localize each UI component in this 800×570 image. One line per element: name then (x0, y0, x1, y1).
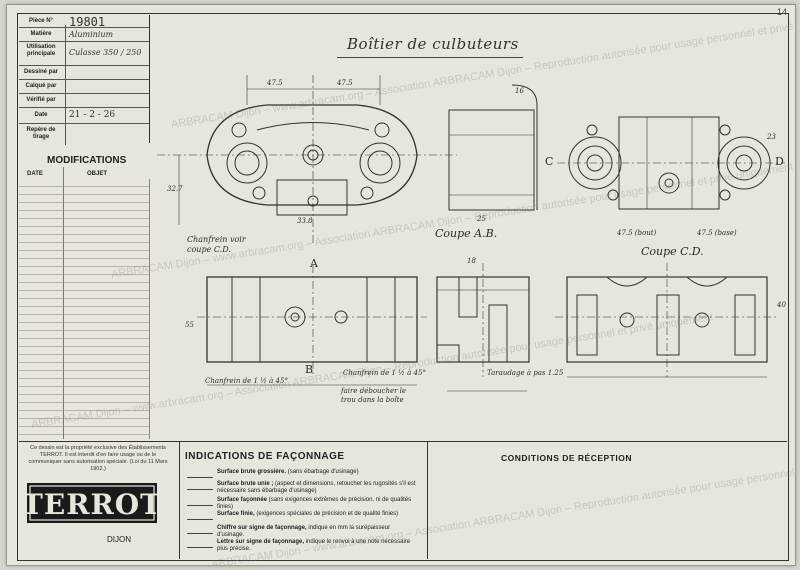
date-label: Date (34, 112, 48, 118)
finish-symbol-icon (187, 541, 213, 548)
indication-desc: (sans exigences extrêmes de précision, n… (217, 497, 412, 510)
drawing-title-underline (337, 57, 523, 58)
finish-symbol-icon (187, 513, 213, 520)
technical-drawing (157, 75, 785, 392)
terrot-logo: TERROT (27, 483, 157, 523)
repere-label: Repère de tirage (26, 127, 56, 140)
conditions-title: CONDITIONS DE RÉCEPTION (501, 453, 632, 463)
conditions-divider (427, 441, 428, 559)
dimension-label: 47.5 (bout) (617, 229, 657, 237)
verifie-label: Vérifié par (26, 97, 56, 103)
indication-name: Surface finie, (217, 511, 255, 517)
dimension-label: 47.5 (337, 79, 353, 87)
label-chanfrein-bottom-left: Chanfrein de 1 ½ à 45° (205, 377, 288, 385)
row-calque: Calqué par (19, 79, 149, 94)
indication-desc: (exigences spéciales de précision et de … (256, 511, 399, 517)
label-letter-a: A (310, 257, 318, 270)
title-block: Pièce N° 19801 Matière Aluminium Utilisa… (19, 15, 150, 145)
indication-desc: indique en mm la surépaisseur d'usinage. (217, 525, 391, 538)
modifications-ruled-lines (19, 179, 150, 439)
label-chanfrein-bottom-mid: Chanfrein de 1 ½ à 45° (343, 369, 426, 377)
finish-symbol-icon (187, 527, 213, 534)
matiere-value: Aluminium (69, 30, 114, 39)
label-taraudage: Taraudage à pas 1.25 (487, 369, 564, 377)
piece-value: 19801 (69, 15, 106, 29)
finish-symbol-icon (187, 471, 213, 478)
plan-view (157, 75, 457, 245)
dimension-label: 18 (467, 257, 476, 265)
indication-desc: (aspect et dimensions, retoucher les rug… (217, 481, 416, 494)
dessine-label: Dessiné par (23, 69, 59, 75)
dimension-label: 32.7 (167, 185, 183, 193)
matiere-label: Matière (30, 31, 52, 37)
label-coupe-ab: Coupe A.B. (435, 227, 498, 240)
indication-item: Surface brute unie ; (aspect et dimensio… (217, 481, 417, 494)
utilisation-label: Utilisation principale (26, 44, 56, 57)
dimension-label: 23 (767, 133, 776, 141)
piece-label: Pièce N° (28, 18, 54, 24)
dimension-label: 16 (515, 87, 524, 95)
indication-name: Surface brute unie ; (217, 481, 274, 487)
section-ab-view (197, 265, 427, 377)
dimension-label: 25 (477, 215, 486, 223)
indication-item: Surface brute grossière. (sans ébarbage … (217, 469, 417, 476)
label-letter-c: C (545, 155, 554, 168)
modifications-column-divider (63, 167, 64, 439)
label-letter-b: B (305, 363, 314, 376)
indication-desc: indique le renvoi à une note nécessaire … (217, 539, 411, 552)
indication-name: Surface brute grossière. (217, 469, 287, 475)
finish-symbol-icon (187, 483, 213, 490)
legal-notice: Ce dessin est la propriété exclusive des… (28, 445, 168, 472)
modifications-col-date: DATE (27, 171, 43, 177)
coupe-cd-section (555, 263, 779, 377)
indication-item: Chiffre sur signe de façonnage, indique … (217, 525, 417, 538)
logo-text: TERROT (27, 488, 157, 521)
row-dessine: Dessiné par (19, 65, 149, 80)
row-date: Date 21 - 2 - 26 (19, 107, 149, 124)
indication-name: Surface façonnée (217, 497, 268, 503)
drawing-title: Boîtier de culbuteurs (347, 35, 519, 53)
row-piece: Pièce N° 19801 (19, 15, 149, 29)
calque-label: Calqué par (25, 83, 57, 89)
indication-item: Surface finie, (exigences spéciales de p… (217, 511, 417, 518)
end-view (557, 116, 785, 210)
indications-divider (179, 441, 180, 559)
indications-title: INDICATIONS DE FAÇONNAGE (185, 451, 345, 462)
side-view (448, 84, 538, 211)
modifications-col-objet: OBJET (87, 171, 108, 177)
bottom-band (19, 441, 787, 560)
utilisation-value: Culasse 350 / 250 (69, 48, 142, 57)
label-faire-deboucher: faire déboucher le trou dans la boîte (341, 387, 407, 404)
modifications-title: MODIFICATIONS (47, 155, 127, 166)
indication-name: Lettre sur signe de façonnage, (217, 539, 305, 545)
label-letter-d: D (775, 155, 784, 168)
title-block-separator (65, 25, 66, 145)
drawing-sheet: Pièce N° 19801 Matière Aluminium Utilisa… (6, 4, 796, 566)
brand-city: DIJON (107, 535, 131, 544)
indication-item: Surface façonnée (sans exigences extrême… (217, 497, 417, 510)
indication-desc: (sans ébarbage d'usinage) (287, 469, 359, 475)
date-value: 21 - 2 - 26 (69, 110, 116, 120)
page-number: 14 (777, 7, 788, 17)
indication-name: Chiffre sur signe de façonnage, (217, 525, 307, 531)
dimension-label: 33.8 (297, 217, 313, 225)
row-utilisation: Utilisation principale Culasse 350 / 250 (19, 41, 149, 66)
dimension-label: 55 (185, 321, 194, 329)
dimension-label: 40 (777, 301, 786, 309)
dimension-label: 47.5 (base) (697, 229, 737, 237)
sheet-frame (17, 13, 789, 561)
finish-symbol-icon (187, 499, 213, 506)
label-coupe-cd: Coupe C.D. (641, 245, 704, 258)
row-matiere: Matière Aluminium (19, 27, 149, 42)
coupe-ab-section (436, 263, 530, 377)
dimension-label: 47.5 (267, 79, 283, 87)
indication-item: Lettre sur signe de façonnage, indique l… (217, 539, 417, 552)
label-chanfrein-voir: Chanfrein voir coupe C.D. (187, 235, 246, 254)
row-repere: Repère de tirage (19, 123, 149, 143)
row-verifie: Vérifié par (19, 93, 149, 108)
